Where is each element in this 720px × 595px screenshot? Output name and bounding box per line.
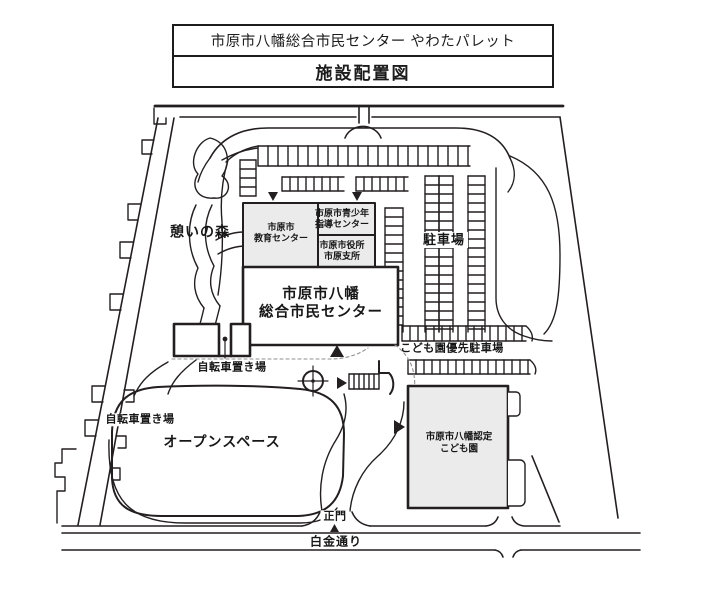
parking-stalls-row2b xyxy=(355,176,409,192)
north-entrance-arch xyxy=(344,125,382,139)
label-open-space: オープンスペース xyxy=(163,433,281,450)
west-road-outer xyxy=(77,117,159,526)
stall-row-end-caps xyxy=(525,325,537,375)
parking-stalls-col2a xyxy=(424,175,440,333)
kodomoen-east-tab1 xyxy=(507,391,521,417)
shed-marker-dot xyxy=(222,336,228,342)
shed-slot-walls xyxy=(217,322,233,358)
gate-walk-west xyxy=(319,393,347,512)
kodomoen-east-tab2 xyxy=(507,459,526,507)
arrow-down-education xyxy=(268,192,278,201)
parking-stalls-west-ladder xyxy=(239,159,257,197)
bicycle-shed xyxy=(172,322,252,358)
page-title: 施設配置図 xyxy=(174,55,552,86)
west-corner-step xyxy=(153,107,167,125)
label-street: 白金通り xyxy=(309,534,363,549)
north-entrance-stubs xyxy=(358,105,370,124)
parking-stalls-row2a xyxy=(281,176,345,192)
label-forest: 憩いの森 xyxy=(170,223,230,240)
label-education-center: 市原市 教育センター xyxy=(253,222,309,243)
arrow-up-main-gate xyxy=(330,524,339,532)
facility-name: 市原市八幡総合市民センター やわたパレット xyxy=(210,34,516,50)
walkway-dashed-line xyxy=(171,347,369,360)
label-bicycle-parking-west: 自転車置き場 xyxy=(102,413,178,427)
building-kodomoen xyxy=(406,384,510,510)
east-boundary xyxy=(559,116,619,519)
arrow-right-stairs xyxy=(337,377,347,389)
entrance-arrows xyxy=(268,192,405,532)
arrow-right-kodomoen xyxy=(394,420,405,434)
parking-stalls-col3 xyxy=(467,175,486,333)
label-city-branch: 市原市役所 市原支所 xyxy=(319,240,365,261)
title-box: 市原市八幡総合市民センター やわたパレット 施設配置図 xyxy=(172,24,554,88)
arrow-down-youth xyxy=(352,192,362,201)
stairs-wall xyxy=(378,360,395,395)
kodomoen-parking-row2 xyxy=(407,359,531,375)
flag-pole-icon xyxy=(297,365,329,397)
kodomoen-parking-row1 xyxy=(401,325,527,342)
label-kodomoen: 市原市八幡認定 こども園 xyxy=(425,431,493,454)
building-dividers xyxy=(317,202,376,268)
parking-stalls-col2b xyxy=(438,175,454,333)
label-bicycle-parking-main: 自転車置き場 xyxy=(197,361,267,374)
parking-stalls-top-row xyxy=(257,145,471,167)
west-footprints xyxy=(54,139,155,524)
label-community-center: 市原市八幡 総合市民センター xyxy=(259,286,383,320)
label-parking: 駐車場 xyxy=(419,232,469,248)
label-main-gate: 正門 xyxy=(320,510,350,524)
arrow-up-center-entrance xyxy=(330,345,344,357)
label-youth-center: 市原市青少年 指導センター xyxy=(314,208,370,229)
building-community-center xyxy=(241,265,400,347)
label-kodomoen-priority-parking: こども園優先駐車場 xyxy=(400,342,504,355)
south-road xyxy=(61,455,641,558)
gate-walk-east xyxy=(349,401,405,512)
stairs-icon xyxy=(348,373,380,390)
